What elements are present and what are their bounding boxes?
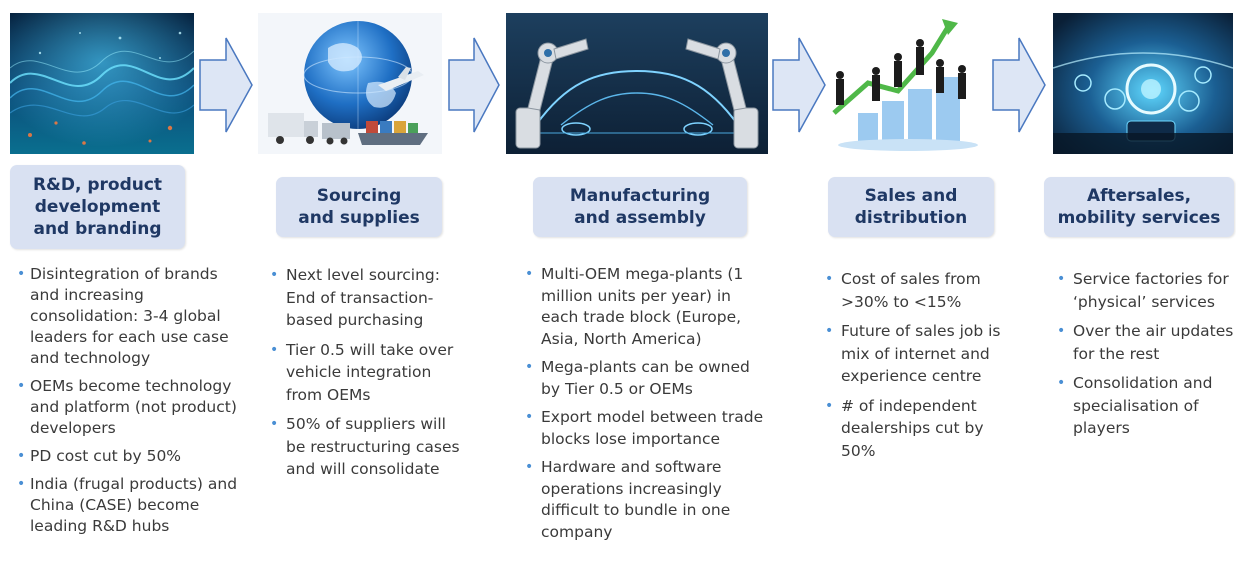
bullet-item: Next level sourcing: End of transaction-… xyxy=(266,264,466,332)
bullet-item: # of independent dealerships cut by 50% xyxy=(821,395,1005,463)
process-arrow-4 xyxy=(992,37,1046,133)
bullet-item: Service factories for ‘physical’ service… xyxy=(1053,268,1236,313)
process-arrow-2 xyxy=(448,37,500,133)
bullet-item: Disintegration of brands and increasing … xyxy=(17,264,249,369)
stage-bullets-aftersales: Service factories for ‘physical’ service… xyxy=(1053,268,1236,447)
business-growth-image xyxy=(828,13,986,154)
bullet-item: Export model between trade blocks lose i… xyxy=(521,407,771,450)
connected-car-dashboard-image xyxy=(1053,13,1233,154)
robot-arms-car-image xyxy=(506,13,768,154)
stage-title-manufacturing: Manufacturing and assembly xyxy=(533,177,747,237)
stage-bullets-sales: Cost of sales from >30% to <15% Future o… xyxy=(821,268,1005,469)
stage-title-aftersales: Aftersales, mobility services xyxy=(1044,177,1234,237)
bullet-item: Multi-OEM mega-plants (1 million units p… xyxy=(521,264,771,350)
stage-title-sourcing: Sourcing and supplies xyxy=(276,177,442,237)
globe-logistics-image xyxy=(258,13,442,154)
stage-title-sales: Sales and distribution xyxy=(828,177,994,237)
bullet-item: Mega-plants can be owned by Tier 0.5 or … xyxy=(521,357,771,400)
stage-bullets-manufacturing: Multi-OEM mega-plants (1 million units p… xyxy=(521,264,771,550)
bullet-item: Consolidation and specialisation of play… xyxy=(1053,372,1236,440)
stage-title-rnd: R&D, product development and branding xyxy=(10,165,185,249)
stage-bullets-sourcing: Next level sourcing: End of transaction-… xyxy=(266,264,466,488)
bullet-item: Future of sales job is mix of internet a… xyxy=(821,320,1005,388)
process-arrow-3 xyxy=(772,37,826,133)
bullet-item: India (frugal products) and China (CASE)… xyxy=(17,474,249,537)
bullet-item: 50% of suppliers will be restructuring c… xyxy=(266,413,466,481)
bullet-item: OEMs become technology and platform (not… xyxy=(17,376,249,439)
bullet-item: Hardware and software operations increas… xyxy=(521,457,771,543)
bullet-item: PD cost cut by 50% xyxy=(17,446,249,467)
bullet-item: Tier 0.5 will take over vehicle integrat… xyxy=(266,339,466,407)
bullet-item: Cost of sales from >30% to <15% xyxy=(821,268,1005,313)
data-network-waves-image xyxy=(10,13,194,154)
stage-bullets-rnd: Disintegration of brands and increasing … xyxy=(17,264,249,544)
process-arrow-1 xyxy=(199,37,253,133)
bullet-item: Over the air updates for the rest xyxy=(1053,320,1236,365)
